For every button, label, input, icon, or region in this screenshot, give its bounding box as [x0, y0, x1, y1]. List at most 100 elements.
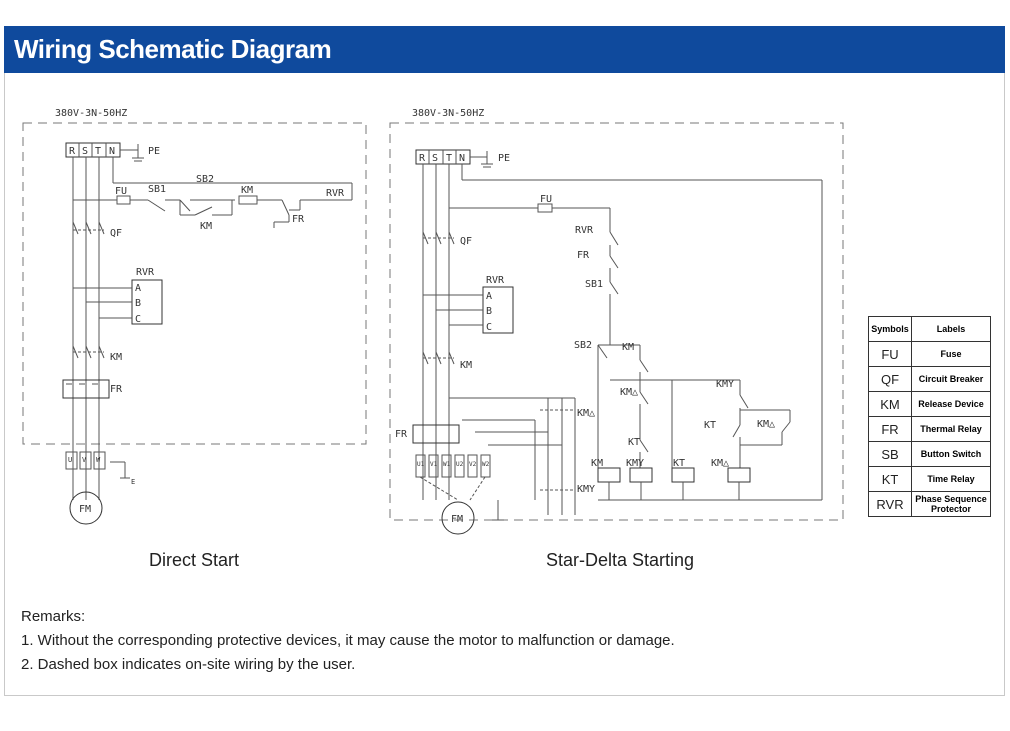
remark-item: 2. Dashed box indicates on-site wiring b…	[21, 656, 356, 673]
left-km-label: KM	[110, 352, 122, 363]
right-rvr-ctl-label: RVR	[575, 225, 594, 236]
header-bar: Wiring Schematic Diagram	[4, 26, 1005, 73]
right-km-label: KM	[460, 360, 472, 371]
right-kt-contact-label: KT	[628, 437, 640, 448]
right-kmd-contact-label: KM△	[620, 387, 638, 398]
left-terminal-r: R	[69, 146, 76, 157]
legend-label: Thermal Relay	[911, 416, 991, 442]
right-coil-kt-label: KT	[673, 458, 685, 469]
left-fu-label: FU	[115, 186, 127, 197]
legend-header-labels: Labels	[911, 316, 991, 342]
right-v1-label: V1	[430, 461, 438, 468]
left-km-top-label: KM	[241, 185, 253, 196]
right-km-contacts	[422, 351, 455, 365]
left-fr-relay	[62, 379, 110, 399]
left-qf-contacts	[72, 221, 105, 235]
right-u2-label: U2	[456, 461, 464, 468]
right-kmd-label: KM△	[577, 408, 595, 419]
right-kmy-label: KMY	[577, 484, 595, 495]
legend-row: FU Fuse	[868, 341, 991, 367]
left-pe-label: PE	[148, 146, 160, 157]
right-fr-relay	[412, 424, 460, 444]
right-caption: Star-Delta Starting	[546, 550, 695, 570]
right-v2-label: V2	[469, 461, 477, 468]
right-fr-label: FR	[395, 429, 408, 440]
right-rvr-label: RVR	[486, 275, 505, 286]
remarks-title: Remarks:	[21, 608, 86, 625]
right-motor	[441, 501, 475, 535]
left-earth-label: E	[131, 478, 135, 486]
right-rvr-c: C	[486, 322, 492, 333]
left-w-label: W	[96, 456, 101, 464]
coil-kmd	[727, 467, 751, 483]
legend-header-row: Symbols Labels	[868, 316, 991, 342]
left-fr-label: FR	[110, 384, 123, 395]
right-rvr-b: B	[486, 306, 492, 317]
legend-label: Fuse	[911, 341, 991, 367]
coil-kmy	[629, 467, 653, 483]
legend-row: KT Time Relay	[868, 466, 991, 492]
right-terminal-r: R	[419, 153, 426, 164]
legend-label: Time Relay	[911, 466, 991, 492]
right-user-wiring-box	[389, 122, 844, 521]
legend-symbol: KM	[868, 391, 912, 417]
left-rvr-label: RVR	[136, 267, 155, 278]
left-rvr-top-label: RVR	[326, 188, 345, 199]
symbol-legend-table: Symbols Labels FU Fuse QF Circuit Breake…	[868, 316, 991, 517]
left-sb1-label: SB1	[148, 184, 166, 195]
legend-label: Button Switch	[911, 441, 991, 467]
left-u-label: U	[68, 456, 72, 464]
right-kt-timer-label: KT	[704, 420, 716, 431]
left-rvr-c: C	[135, 314, 141, 325]
right-motor-label: FM	[451, 514, 463, 525]
left-terminal-t: T	[95, 146, 101, 157]
legend-row: RVR Phase Sequence Protector	[868, 491, 991, 517]
left-terminal-n: N	[109, 146, 115, 157]
right-coil-kmd-label: KM△	[711, 458, 729, 469]
left-rvr-b: B	[135, 298, 141, 309]
legend-row: KM Release Device	[868, 391, 991, 417]
legend-label: Phase Sequence Protector	[911, 491, 991, 517]
left-sb2-label: SB2	[196, 174, 214, 185]
legend-symbol: RVR	[868, 491, 912, 517]
coil-kt	[671, 467, 695, 483]
right-km-contact-label: KM	[622, 342, 634, 353]
remarks-section: Remarks: 1. Without the corresponding pr…	[21, 605, 675, 677]
left-supply-label: 380V-3N-50HZ	[55, 108, 127, 119]
left-km-contacts	[72, 345, 105, 359]
right-qf-label: QF	[460, 236, 472, 247]
right-w1-label: W1	[443, 461, 451, 468]
right-kmy-contact-label: KMY	[716, 379, 734, 390]
right-kmd-timer-label: KM△	[757, 419, 775, 430]
right-pe-label: PE	[498, 153, 510, 164]
left-motor	[69, 491, 103, 525]
legend-symbol: QF	[868, 366, 912, 392]
right-coil-km-label: KM	[591, 458, 603, 469]
right-u1-label: U1	[417, 461, 425, 468]
left-motor-label: FM	[79, 504, 91, 515]
right-rvr-a: A	[486, 291, 492, 302]
page-title: Wiring Schematic Diagram	[14, 34, 332, 64]
left-km-hold-label: KM	[200, 221, 212, 232]
legend-label: Circuit Breaker	[911, 366, 991, 392]
legend-symbol: FR	[868, 416, 912, 442]
legend-header-symbols: Symbols	[868, 316, 912, 342]
right-sb1-label: SB1	[585, 279, 603, 290]
right-fu-label: FU	[540, 194, 552, 205]
legend-label: Release Device	[911, 391, 991, 417]
left-rvr-a: A	[135, 283, 141, 294]
right-qf-contacts	[422, 231, 455, 245]
right-fr-ctl-label: FR	[577, 250, 590, 261]
right-supply-label: 380V-3N-50HZ	[412, 108, 484, 119]
left-caption: Direct Start	[149, 550, 240, 570]
left-v-label: V	[82, 456, 87, 464]
right-terminal-t: T	[446, 153, 452, 164]
left-user-wiring-box	[22, 122, 367, 445]
right-w2-label: W2	[482, 461, 490, 468]
right-sb2-label: SB2	[574, 340, 592, 351]
coil-km	[597, 467, 621, 483]
left-qf-label: QF	[110, 228, 122, 239]
right-terminal-n: N	[459, 153, 465, 164]
remark-item: 1. Without the corresponding protective …	[21, 632, 675, 649]
